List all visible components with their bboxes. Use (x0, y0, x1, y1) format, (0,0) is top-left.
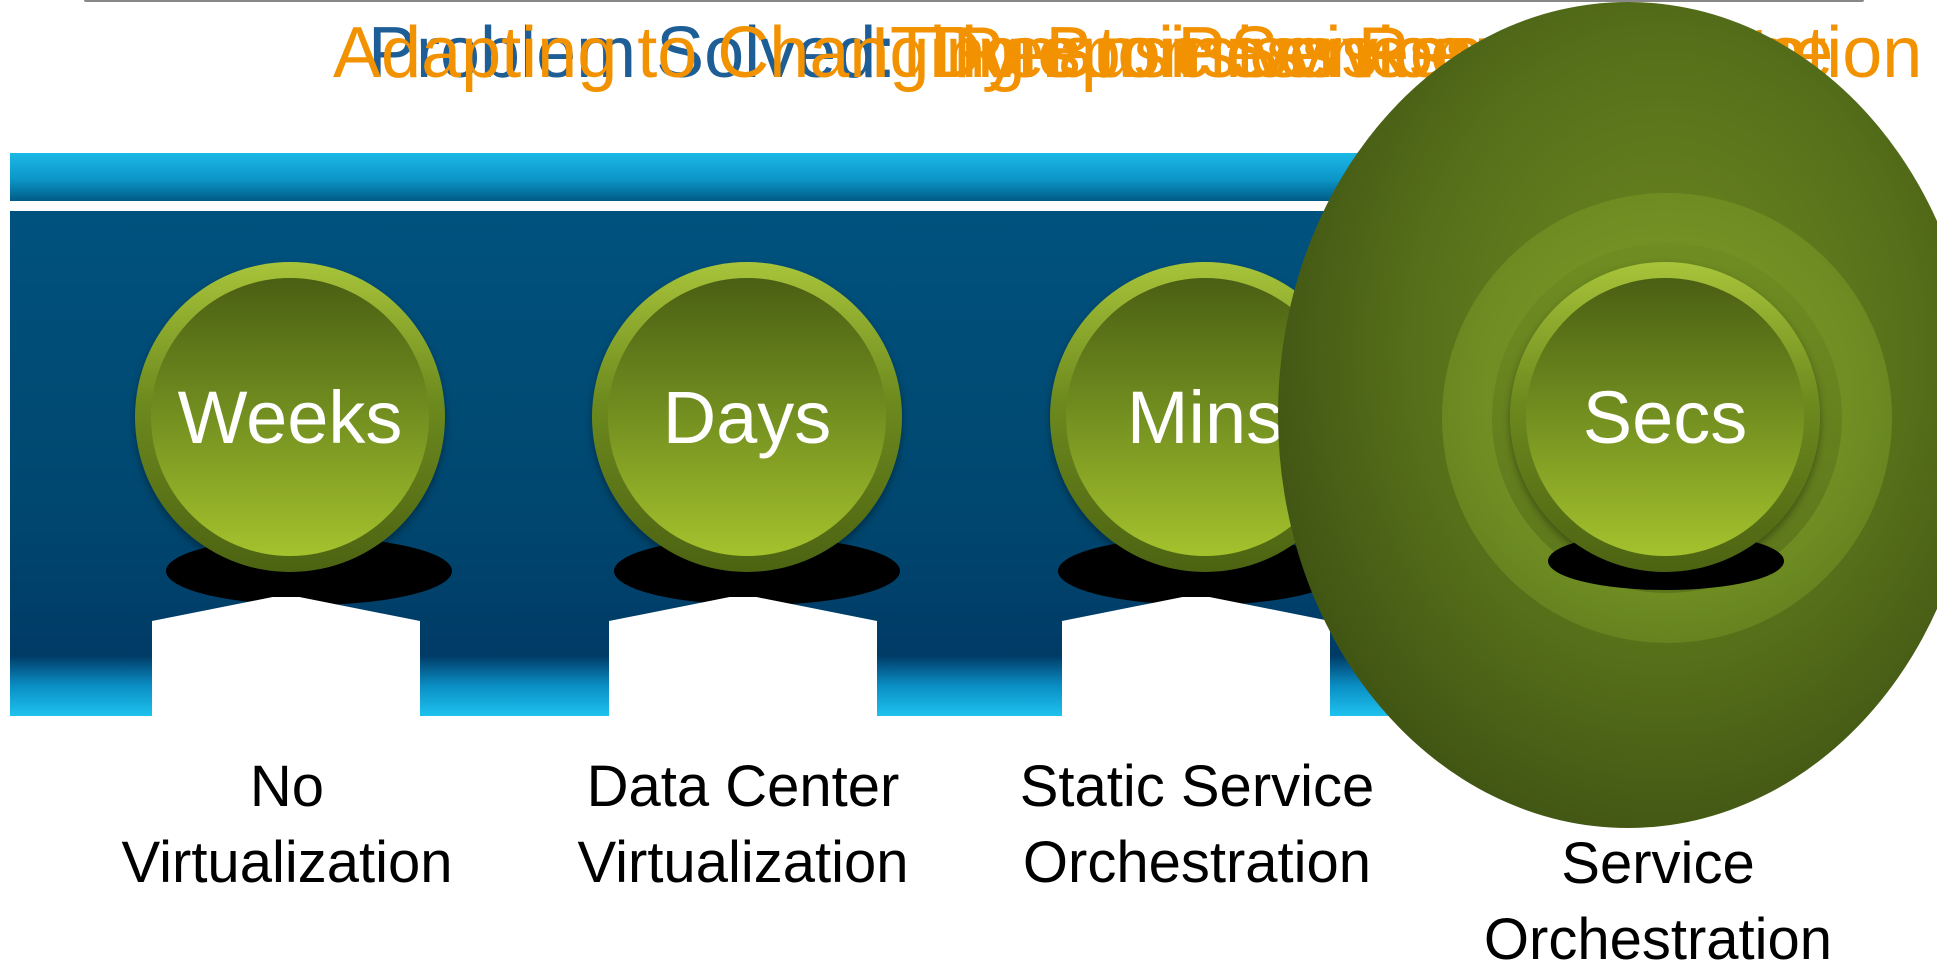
title-overlay-3: Time to Provision (920, 13, 1474, 93)
caption-line: Orchestration (1483, 907, 1833, 972)
stage-caption: Static Service Orchestration (987, 749, 1407, 901)
caption-line: Orchestration (1022, 830, 1372, 895)
stage-value: Mins (1126, 375, 1284, 459)
stage-pedestal (609, 597, 877, 717)
title-prefix: Problem Solved: (368, 13, 897, 93)
caption-line: Static Service (1019, 754, 1375, 819)
caption-line: Data Center (586, 754, 900, 819)
stage-circle-weeks: Weeks (135, 262, 445, 572)
stage-value: Days (662, 375, 832, 459)
stage-caption: Service Orchestration (1448, 826, 1868, 978)
top-divider (84, 0, 1864, 2)
stage-circle-secs: Secs (1510, 262, 1820, 572)
stage-value: Weeks (177, 375, 403, 459)
stage-circle-days: Days (592, 262, 902, 572)
caption-line: Virtualization (577, 830, 909, 895)
stage-caption: Data Center Virtualization (533, 749, 953, 901)
stage-caption: No Virtualization (77, 749, 497, 901)
caption-line: Virtualization (121, 830, 453, 895)
stage-pedestal (152, 597, 420, 717)
header-band (10, 153, 1460, 201)
caption-line: Service (1561, 831, 1755, 896)
stage-pedestal (1062, 597, 1330, 717)
caption-line: No (249, 754, 325, 819)
stage-value: Secs (1582, 375, 1748, 459)
